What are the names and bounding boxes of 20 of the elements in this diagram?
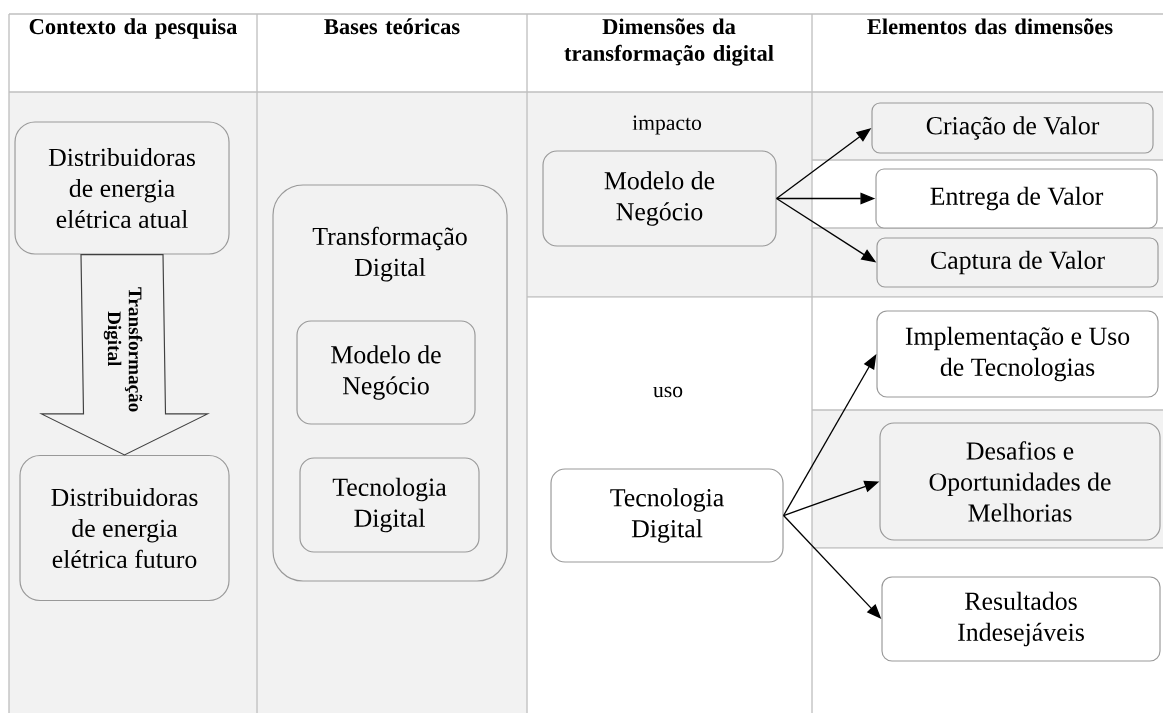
rounded-box: Tecnologia Digital: [299, 457, 480, 553]
edge-label: Transformação Digital: [103, 287, 143, 412]
column-header: Dimensões da transformação digital: [564, 18, 774, 66]
rounded-box: Entrega de Valor: [875, 168, 1158, 229]
rounded-box: Distribuidoras de energia elétrica atual: [14, 121, 230, 255]
rounded-box: Modelo de Negócio: [542, 150, 777, 247]
rounded-box: Tecnologia Digital: [550, 468, 784, 563]
rounded-box: Captura de Valor: [876, 237, 1159, 288]
rounded-box: Desafios e Oportunidades de Melhorias: [879, 422, 1161, 541]
rounded-box: Modelo de Negócio: [296, 320, 476, 425]
column-header: Elementos das dimensões: [867, 18, 1113, 35]
block-arrow: [39, 254, 210, 456]
column-header: Bases teóricas: [324, 18, 460, 35]
column-header: Contexto da pesquisa: [29, 18, 237, 39]
row-label: uso: [653, 386, 683, 398]
rounded-box: Resultados Indesejáveis: [881, 576, 1161, 662]
rounded-box: Distribuidoras de energia elétrica futuro: [19, 454, 230, 602]
rounded-box: Implementação e Uso de Tecnologias: [876, 310, 1159, 398]
arrow: [782, 354, 877, 517]
rounded-box: Criação de Valor: [871, 102, 1154, 154]
